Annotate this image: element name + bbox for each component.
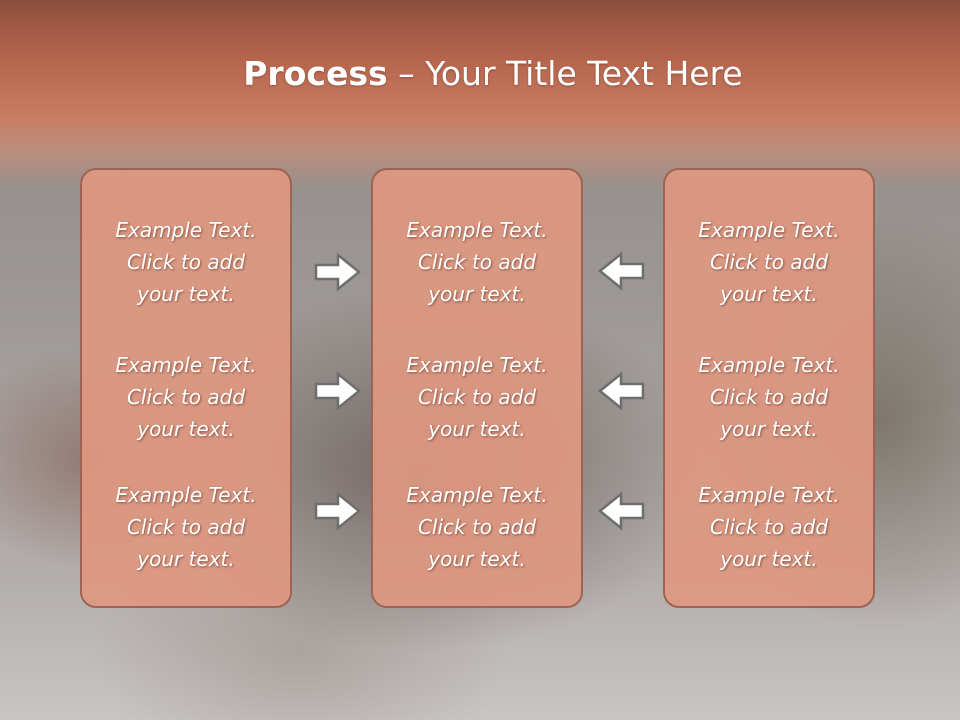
box-text[interactable]: Example Text. Click to add your text. [698,483,840,571]
process-box-middle[interactable]: Example Text. Click to add your text. Ex… [371,168,583,608]
box-text[interactable]: Example Text. Click to add your text. [698,353,840,441]
box-text[interactable]: Example Text. Click to add your text. [406,218,548,306]
right-arrow-icon [314,371,362,411]
process-box-right[interactable]: Example Text. Click to add your text. Ex… [663,168,875,608]
box-text[interactable]: Example Text. Click to add your text. [406,483,548,571]
slide-title[interactable]: Process – Your Title Text Here [0,52,960,96]
header-band [0,0,960,190]
left-arrow-icon [597,371,645,411]
title-rest: – Your Title Text Here [387,54,743,93]
left-arrow-icon [597,251,645,291]
box-text[interactable]: Example Text. Click to add your text. [115,353,257,441]
box-text[interactable]: Example Text. Click to add your text. [115,218,257,306]
right-arrow-icon [314,252,362,292]
left-arrow-icon [597,491,645,531]
title-bold: Process [243,54,388,93]
box-text[interactable]: Example Text. Click to add your text. [406,353,548,441]
process-box-left[interactable]: Example Text. Click to add your text. Ex… [80,168,292,608]
box-text[interactable]: Example Text. Click to add your text. [115,483,257,571]
right-arrow-icon [314,491,362,531]
box-text[interactable]: Example Text. Click to add your text. [698,218,840,306]
